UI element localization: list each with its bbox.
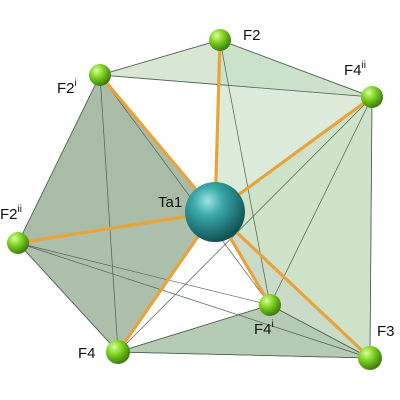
atom-ta1 <box>185 182 245 242</box>
label-ta1: Ta1 <box>158 194 182 211</box>
label-f4: F4 <box>78 345 96 362</box>
atom-f2i <box>89 64 111 86</box>
atom-f4i <box>259 294 281 316</box>
label-f4i: F4i <box>254 319 274 338</box>
label-f3: F3 <box>377 323 395 340</box>
atom-f2 <box>209 29 231 51</box>
label-f4ii: F4ii <box>344 60 366 79</box>
atom-f3 <box>358 346 382 370</box>
label-f2: F2 <box>243 27 261 44</box>
label-f2ii: F2ii <box>0 204 22 223</box>
atom-f2ii <box>7 232 29 254</box>
label-f2i: F2i <box>57 78 77 97</box>
atom-labels: Ta1 F2 F2i F4ii F2ii F4i F4 F3 <box>0 27 395 362</box>
atom-f4ii <box>361 86 383 108</box>
bond-ta1-f4ii <box>213 95 374 214</box>
atom-f4 <box>106 340 130 364</box>
polyhedron-edges <box>17 39 373 359</box>
bond-ta1-f3 <box>213 210 372 360</box>
ligand-atoms <box>7 29 383 370</box>
bond-ta1-f2ii <box>16 210 217 245</box>
